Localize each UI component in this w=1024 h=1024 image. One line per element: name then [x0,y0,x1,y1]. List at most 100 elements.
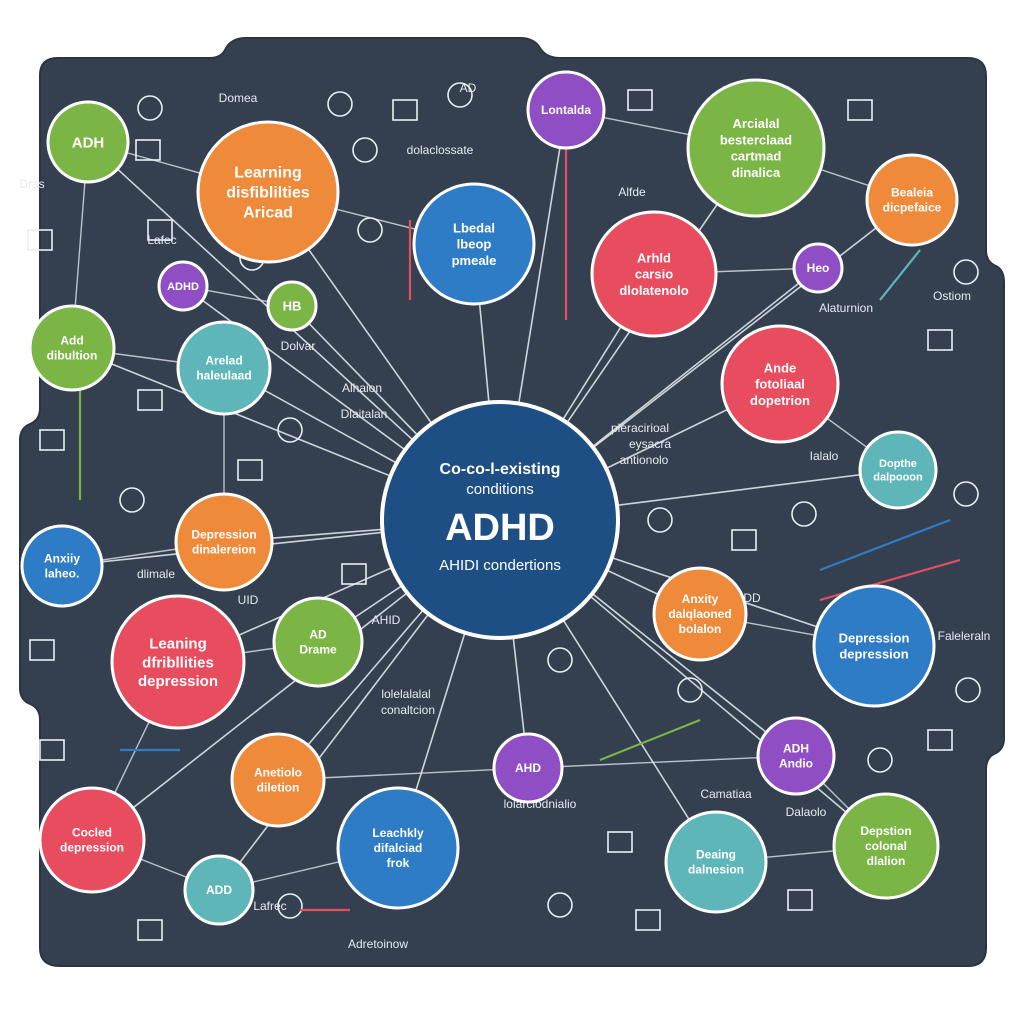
doodle-icon [547,892,573,918]
condition-node-circle[interactable] [176,320,272,416]
floating-label: Dlaitalan [341,407,388,421]
doodle-icon [137,389,163,411]
condition-nodes: ADHLearningdisfibliltiesAricadLontaldaAr… [20,70,959,926]
doodle-icon [927,329,953,351]
condition-node-circle[interactable] [652,566,748,662]
center-hub-circle[interactable] [380,400,620,640]
condition-node-circle[interactable] [110,594,246,730]
condition-node-label: lbeop [457,237,492,252]
condition-node[interactable]: ADHD [157,260,209,312]
accent-arrow [599,718,701,762]
floating-label: Lafec [147,233,176,247]
condition-node-label: colonal [865,839,907,853]
condition-node-circle[interactable] [812,584,936,708]
condition-node-label: depression [839,647,908,662]
condition-node-label: dlalion [867,854,906,868]
condition-node-circle[interactable] [590,210,718,338]
condition-node-circle[interactable] [686,78,826,218]
condition-node-circle[interactable] [492,732,564,804]
condition-node-circle[interactable] [526,70,606,150]
doodle-icon [29,639,55,661]
condition-node-circle[interactable] [20,524,104,608]
condition-node-circle[interactable] [28,304,116,392]
center-hub[interactable]: Co-co-l-existing conditions ADHD AHIDI c… [380,400,620,640]
floating-label: eysacra [629,437,671,451]
condition-node-label: fotoliaal [755,377,805,392]
condition-node-label: dinalica [732,165,781,180]
condition-node[interactable]: Heo [792,242,844,294]
condition-node-circle[interactable] [230,732,326,828]
condition-node-label: Heo [807,261,830,275]
doodle-icon [927,729,953,751]
condition-node[interactable]: AHD [492,732,564,804]
center-hub-line2: conditions [466,481,534,498]
condition-node-label: ADD [206,883,232,897]
condition-node-label: dopetrion [750,393,810,408]
floating-label: antionolo [620,453,669,467]
condition-node-circle[interactable] [174,492,274,592]
condition-node-circle[interactable] [720,324,840,444]
condition-node-circle[interactable] [272,596,364,688]
floating-label: Alaturnion [819,301,873,315]
condition-node-circle[interactable] [157,260,209,312]
condition-node-circle[interactable] [46,100,130,184]
center-hub-line1: Co-co-l-existing [440,461,561,478]
condition-node-label: depression [60,841,124,855]
condition-node-circle[interactable] [196,120,340,264]
condition-node-label: frok [387,856,410,870]
condition-node-label: Anxity [682,592,719,606]
condition-node[interactable]: ADD [183,854,255,926]
doodle-icon [327,91,353,117]
condition-node-circle[interactable] [183,854,255,926]
condition-node[interactable]: ADH [46,100,130,184]
condition-node-circle[interactable] [266,280,318,332]
condition-node-label: ADH [72,134,105,151]
condition-node-label: Lbedal [453,220,495,235]
condition-node[interactable]: HB [266,280,318,332]
condition-node-label: haleulaad [196,369,251,383]
condition-node-circle[interactable] [832,792,940,900]
doodle-icon [955,677,981,703]
condition-node[interactable]: Lontalda [526,70,606,150]
condition-node-circle[interactable] [38,786,146,894]
condition-node-circle[interactable] [792,242,844,294]
doodle-icon [392,99,418,121]
condition-node-label: Add [60,334,83,348]
condition-node-circle[interactable] [865,153,959,247]
accent-arrow [879,249,921,301]
condition-node-circle[interactable] [756,716,836,796]
condition-node-circle[interactable] [336,786,460,910]
condition-node-label: diletion [257,781,300,795]
condition-node-label: cartmad [731,149,782,164]
floating-labels: DomeaADdolaclossateDrasLafecAlfdeOstiomA… [19,81,990,951]
condition-node-circle[interactable] [664,810,768,914]
condition-node-circle[interactable] [858,430,938,510]
condition-node-label: HB [283,299,302,314]
condition-node-label: dibultion [47,349,98,363]
condition-node-circle[interactable] [412,182,536,306]
condition-node-label: dicpefaice [883,201,942,215]
condition-node-label: Anxiiy [44,552,80,566]
doodle-icon [237,459,263,481]
